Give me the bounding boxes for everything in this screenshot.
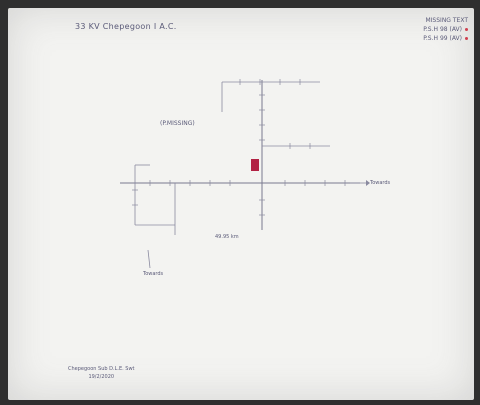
reference-line-2: P.S.H 98 (AV) [423,25,468,34]
area-label: (P.MISSING) [160,120,195,127]
document-title: 33 KV Chepegoon I A.C. [75,22,177,31]
reference-line-1: MISSING TEXT [425,17,468,24]
paper-sheet [8,8,474,400]
distance-label: 49.95 km [215,234,239,240]
reference-block: MISSING TEXT P.S.H 98 (AV) P.S.H 99 (AV) [423,16,468,43]
signature-block: Chepegoon Sub D.L.E. Swt 19/2/2020 [68,365,135,381]
red-dot-icon [465,37,468,40]
arrow-down-label: Towards [143,271,164,277]
location-marker [251,159,259,171]
arrow-right-label: Towards [370,180,391,186]
reference-line-3: P.S.H 99 (AV) [423,34,468,43]
signature-line-1: Chepegoon Sub D.L.E. Swt [68,366,135,372]
signature-date: 19/2/2020 [88,374,115,380]
red-dot-icon [465,28,468,31]
